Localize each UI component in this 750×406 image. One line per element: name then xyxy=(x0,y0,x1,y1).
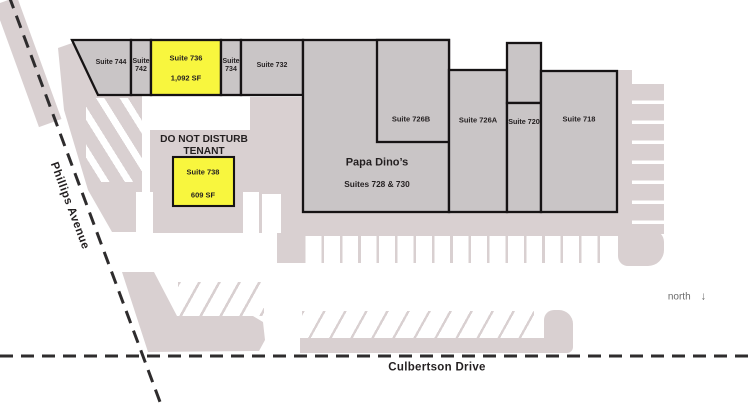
suite-732-shape xyxy=(239,38,305,97)
phillips-avenue-road-line xyxy=(8,0,164,406)
parking-stall-lines-southeast xyxy=(302,311,534,339)
parking-gap xyxy=(262,194,281,233)
suite-734-label: Suite 734 xyxy=(222,57,240,73)
suite-738-sqft: 609 SF xyxy=(190,190,216,200)
suite-726b-label: Suite 726B xyxy=(391,114,431,124)
suite-726a-shape xyxy=(447,68,509,214)
suite-738-label: Suite 738 xyxy=(186,167,220,177)
parking-stalls-east xyxy=(632,84,664,234)
do-not-disturb-line2: TENANT xyxy=(183,146,225,158)
do-not-disturb-line1: DO NOT DISTURB xyxy=(160,134,248,146)
parking-gap xyxy=(243,192,259,233)
parking-stall-lines-southwest xyxy=(178,282,264,316)
suite-742-label: Suite 742 xyxy=(132,57,150,73)
parking-gap xyxy=(136,192,153,233)
parking-strip-southeast xyxy=(300,338,566,353)
north-indicator: north ↓ xyxy=(668,291,706,304)
suite-736-label: Suite 736 xyxy=(169,53,203,63)
suite-720-shape xyxy=(505,101,543,214)
suite-736-shape-highlighted xyxy=(149,38,223,97)
parking-stall-lines-south xyxy=(303,236,603,263)
suite-738-shape-highlighted xyxy=(171,155,236,208)
parking-band-south xyxy=(303,212,621,236)
parking-strip-east-foot xyxy=(618,230,664,266)
suite-744-shape xyxy=(70,38,133,97)
parking-area-center-lower xyxy=(277,212,303,263)
culbertson-drive-label: Culbertson Drive xyxy=(388,361,486,374)
suite-726a-label: Suite 726A xyxy=(458,115,498,125)
parking-strip-southeast-end xyxy=(544,310,573,353)
suite-720-label: Suite 720 xyxy=(508,116,540,126)
north-label: north xyxy=(667,291,691,303)
parking-stall-stripes-west xyxy=(86,98,146,182)
suite-744-label: Suite 744 xyxy=(95,58,127,66)
papa-dinos-suites-label: Suites 728 & 730 xyxy=(344,179,410,190)
suite-736-sqft: 1,092 SF xyxy=(170,73,202,83)
suite-732-label: Suite 732 xyxy=(256,61,288,69)
papa-dinos-label: Papa Dino’s xyxy=(345,156,409,169)
parking-strip-east xyxy=(618,70,632,250)
north-arrow-icon: ↓ xyxy=(700,290,707,303)
suite-718-label: Suite 718 xyxy=(562,114,596,124)
suite-718-shape xyxy=(539,69,619,214)
suite-726b-shape xyxy=(375,38,451,144)
suite-720-tower-shape xyxy=(505,41,543,105)
